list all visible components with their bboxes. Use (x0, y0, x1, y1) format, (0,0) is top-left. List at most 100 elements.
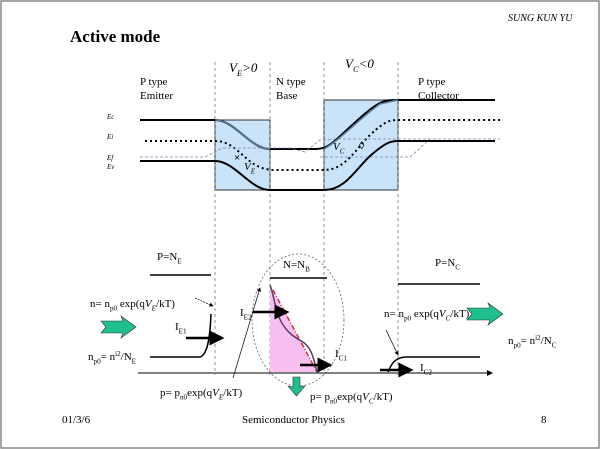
p-nc-part: P=N (435, 257, 455, 269)
collector-hole-equation: p= pn0exp(qVC/kT) (310, 391, 393, 405)
valence-band (140, 140, 495, 191)
author: SUNG KUN YU (508, 13, 573, 24)
emitter-type: P type (140, 76, 168, 88)
n-emitter-part: /kT) (156, 298, 175, 310)
ve-pos-part: V (229, 60, 239, 75)
p-collector-part: /kT) (374, 391, 393, 403)
ec-label: Ec (106, 113, 115, 121)
collector-type: P type (418, 76, 446, 88)
linear-profile-line (272, 289, 318, 373)
n-collector-part: p0 (404, 314, 412, 322)
np0-c-part: = n (521, 335, 536, 347)
emitter-electron-equation: n= np0 exp(qVE/kT) (90, 298, 175, 312)
n-nb-part: N=N (283, 259, 305, 271)
np0-c-part: n (508, 335, 514, 347)
np0-c-part: C (552, 341, 557, 349)
n-emitter-part: n= n (90, 298, 110, 310)
diamond-icon: ◊ (359, 140, 365, 152)
emitter-hole-equation: p= pn0exp(qVE/kT) (160, 387, 243, 401)
vc-in-part: C (340, 147, 345, 155)
ic1-part: I (335, 348, 339, 360)
p-ne-part: P=N (157, 251, 177, 263)
vc-negative-label: VC<0 (345, 56, 374, 74)
np0-e-part: p0 (94, 357, 102, 365)
n-collector-part: C (446, 314, 451, 322)
n-emitter-part: p0 (110, 304, 118, 312)
ic2-part: I (420, 362, 424, 374)
vc-in-part: V (333, 141, 341, 153)
ic2-part: C2 (424, 368, 433, 376)
np0-e-part: /N (121, 351, 132, 363)
n-nb-part: B (305, 265, 310, 273)
ef-label: Ef (106, 154, 114, 162)
fermi-levels (140, 138, 500, 158)
n-collector-part: exp(q (411, 308, 439, 320)
n-collector-part: /kT) (450, 308, 469, 320)
ve-pos-part: E (236, 68, 243, 78)
p-ne-part: E (177, 257, 181, 265)
cross-mark-icon: × (234, 152, 240, 164)
ve-in-part: V (244, 161, 252, 173)
ve-pos-part: >0 (242, 60, 258, 75)
n-collector-part: V (439, 308, 447, 320)
green-arrow-left-icon (100, 315, 137, 339)
p-nc-part: C (455, 263, 460, 271)
ic1-label: IC1 (335, 348, 347, 362)
collector-doping-label: P=NC (435, 257, 460, 271)
np0-e-part: E (132, 357, 136, 365)
p-collector-part: p= p (310, 391, 330, 403)
np0-c-part: i (535, 334, 537, 342)
current-arrows (186, 304, 414, 378)
emitter-depletion-region (214, 119, 271, 191)
ei-label: Ei (106, 133, 113, 141)
ie1-part: E1 (179, 327, 187, 335)
vc-neg-part: <0 (359, 56, 375, 71)
p-emitter-part: /kT) (223, 387, 242, 399)
collector-electron-equation: n= np0 exp(qVC/kT) (384, 308, 470, 322)
emitter-name: Emitter (140, 90, 173, 102)
p-collector-part: exp(q (337, 391, 363, 403)
ve-in-part: E (250, 167, 256, 175)
ic1-part: C1 (339, 354, 348, 362)
np0-c-part: 2 (537, 334, 541, 342)
vc-neg-part: C (353, 64, 359, 74)
n-emitter-part: E (151, 304, 157, 312)
p-emitter-part: p= p (160, 387, 180, 399)
hole-concentration-curve (269, 284, 318, 373)
footer-course: Semiconductor Physics (242, 414, 345, 426)
footer-page-number: 8 (541, 414, 547, 426)
np0-e-part: n (88, 351, 94, 363)
np0-e-part: 2 (117, 350, 121, 358)
np0-c-part: p0 (514, 341, 522, 349)
intrinsic-level (145, 119, 500, 171)
p-collector-part: V (362, 391, 370, 403)
ve-positive-label: VE>0 (229, 60, 258, 78)
ev-label: Ev (106, 163, 115, 171)
n-collector-part: n= n (384, 308, 404, 320)
p-collector-part: C (369, 397, 374, 405)
collector-name: Collector (418, 90, 459, 102)
p-collector-part: n0 (330, 397, 338, 405)
emitter-electron-curve (150, 313, 212, 358)
n-emitter-part: exp(q (117, 298, 145, 310)
emitter-doping-label: P=NE (157, 251, 182, 265)
collector-np0-equation: np0= ni2/NC (508, 334, 557, 349)
np0-e-part: = n (101, 351, 116, 363)
ve-barrier-label: VE (244, 161, 256, 175)
p-emitter-part: E (218, 393, 224, 401)
green-arrow-right-icon (466, 302, 504, 326)
vc-neg-part: V (345, 56, 355, 71)
ie2-label: IE2 (240, 307, 252, 321)
ie2-part: I (240, 307, 244, 319)
pointer-arrows (194, 287, 399, 379)
slide-title: Active mode (70, 27, 161, 46)
np0-c-part: /N (541, 335, 552, 347)
ic2-label: IC2 (420, 362, 432, 376)
ie2-part: E2 (244, 313, 252, 321)
base-type: N type (276, 76, 306, 88)
p-emitter-part: exp(q (187, 387, 213, 399)
green-arrow-down-icon (287, 376, 306, 397)
